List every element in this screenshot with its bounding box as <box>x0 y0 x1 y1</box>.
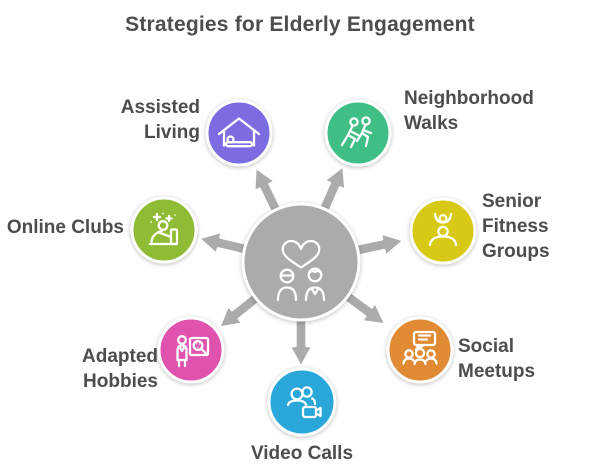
node-online-clubs <box>130 196 198 264</box>
label-neighborhood-walks: Neighborhood Walks <box>404 88 534 135</box>
node-assisted-living <box>205 99 273 167</box>
video-call-icon <box>286 386 322 419</box>
node-adapted-hobbies <box>157 316 225 384</box>
label-adapted-hobbies: Adapted Hobbies <box>82 346 158 393</box>
walking-people-icon <box>340 116 373 149</box>
page-title: Strategies for Elderly Engagement <box>125 13 475 36</box>
label-video-calls: Video Calls <box>250 443 354 464</box>
label-senior-fitness-groups: Senior Fitness Groups <box>482 191 550 263</box>
label-online-clubs: Online Clubs <box>6 217 124 238</box>
label-assisted-living: Assisted Living <box>120 97 200 144</box>
fitness-figures-icon <box>428 212 458 247</box>
node-circle-assisted-living <box>205 99 273 167</box>
node-video-calls <box>267 367 337 437</box>
node-circle-neighborhood-walks <box>324 99 392 167</box>
node-circle-senior-fitness-groups <box>409 197 477 265</box>
house-bed-icon <box>217 117 261 148</box>
painting-hobby-icon <box>176 335 210 368</box>
elderly-couple-heart-icon <box>276 239 326 302</box>
label-social-meetups: Social Meetups <box>458 336 536 383</box>
person-computer-icon <box>148 212 179 246</box>
node-senior-fitness-groups <box>409 197 477 265</box>
node-neighborhood-walks <box>324 99 392 167</box>
hub-circle <box>241 202 361 322</box>
group-discussion-icon <box>402 330 438 366</box>
node-social-meetups <box>386 316 454 384</box>
